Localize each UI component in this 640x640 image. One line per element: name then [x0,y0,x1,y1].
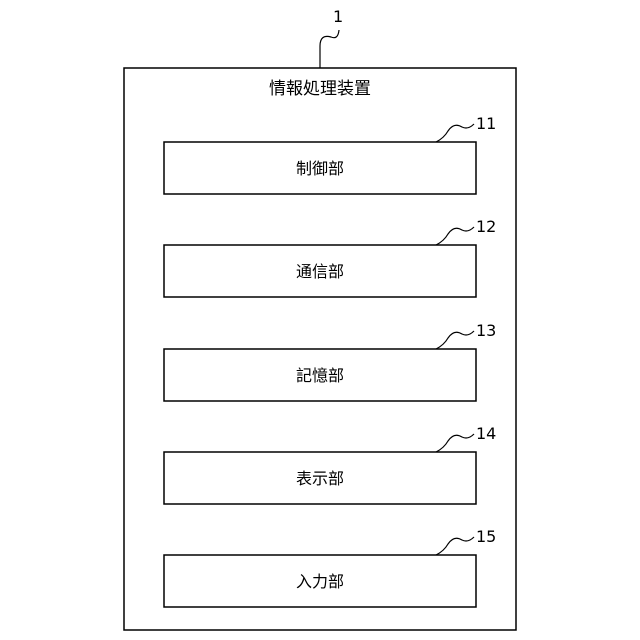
unit-12-leader-line [436,227,474,245]
device-title: 情報処理装置 [269,79,371,99]
unit-15-group: 入力部 15 [164,527,496,607]
unit-12-group: 通信部 12 [164,217,496,297]
unit-14-leader-line [436,434,474,452]
device-ref-numeral: 1 [333,7,343,26]
unit-12-label: 通信部 [296,262,344,281]
unit-13-ref-numeral: 13 [476,321,496,340]
unit-13-group: 記憶部 13 [164,321,496,401]
unit-13-leader-line [436,331,474,349]
unit-15-label: 入力部 [296,572,344,591]
unit-12-ref-numeral: 12 [476,217,496,236]
unit-11-group: 制御部 11 [164,114,496,194]
unit-15-ref-numeral: 15 [476,527,496,546]
unit-11-leader-line [436,124,474,142]
unit-14-ref-numeral: 14 [476,424,496,443]
unit-11-ref-numeral: 11 [476,114,496,133]
unit-11-label: 制御部 [296,159,344,178]
device-leader-line [320,30,339,68]
unit-14-group: 表示部 14 [164,424,496,504]
unit-15-leader-line [436,537,474,555]
unit-14-label: 表示部 [296,469,344,488]
unit-13-label: 記憶部 [296,366,344,385]
